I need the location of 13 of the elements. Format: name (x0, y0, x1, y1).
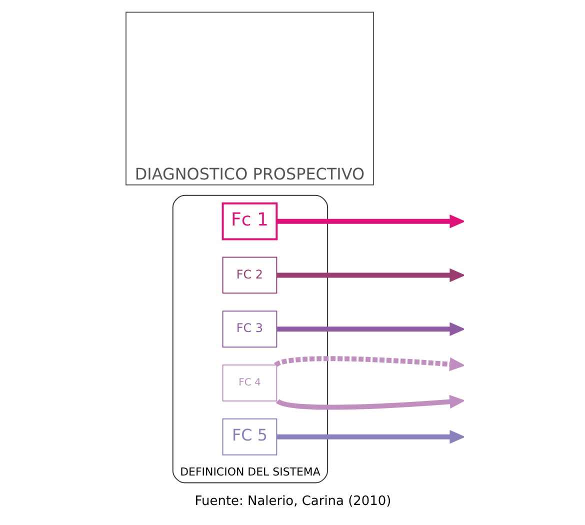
arrow (276, 430, 464, 444)
caption: Fuente: Nalerio, Carina (2010) (194, 494, 391, 510)
node-box: Fc 1 (221, 202, 278, 240)
arrow (274, 356, 464, 372)
node-box: FC 5 (222, 418, 277, 456)
node-box: DIAGNOSTICO PROSPECTIVO (125, 12, 374, 186)
arrow (276, 268, 464, 282)
node-box: FC 4 (222, 364, 277, 402)
node-box: FC 3 (222, 310, 277, 348)
arrow (276, 214, 464, 228)
node-box: FC 2 (222, 256, 277, 294)
arrow (276, 322, 464, 336)
arrow (276, 394, 464, 410)
